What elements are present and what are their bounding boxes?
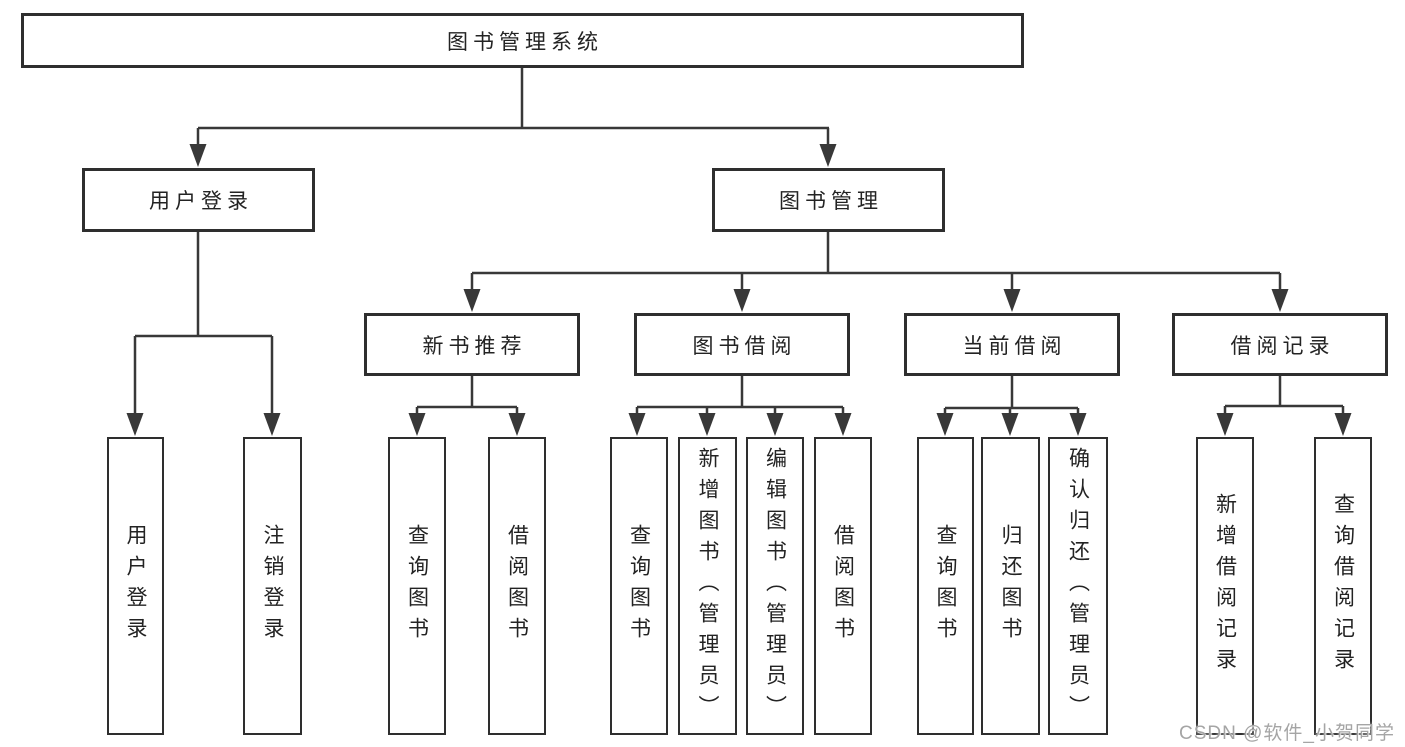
node-new-book-recommendation: 新书推荐 xyxy=(364,313,580,376)
leaf-return-books: 归还图书 xyxy=(981,437,1040,735)
leaf-edit-books-admin: 编辑图书（管理员） xyxy=(746,437,804,735)
node-current-borrowing: 当前借阅 xyxy=(904,313,1120,376)
node-root-library-system: 图书管理系统 xyxy=(21,13,1024,68)
leaf-borrow-books-label: 借阅图书 xyxy=(831,524,855,648)
leaf-borrow-books-recommend-label: 借阅图书 xyxy=(505,524,529,648)
leaf-user-login-label: 用户登录 xyxy=(124,524,147,648)
node-book-management: 图书管理 xyxy=(712,168,945,232)
node-borrowing-records: 借阅记录 xyxy=(1172,313,1388,376)
csdn-watermark: CSDN @软件_小贺同学 xyxy=(1179,723,1395,744)
leaf-edit-books-admin-label: 编辑图书（管理员） xyxy=(763,446,787,726)
leaf-query-books-borrow-label: 查询图书 xyxy=(627,524,651,648)
node-book-borrowing: 图书借阅 xyxy=(634,313,850,376)
leaf-add-borrow-record: 新增借阅记录 xyxy=(1196,437,1254,735)
leaf-borrow-books: 借阅图书 xyxy=(814,437,872,735)
leaf-return-books-label: 归还图书 xyxy=(999,524,1022,648)
leaf-add-books-admin: 新增图书（管理员） xyxy=(678,437,737,735)
leaf-query-books-current-label: 查询图书 xyxy=(934,524,957,648)
leaf-user-login: 用户登录 xyxy=(107,437,164,735)
leaf-add-books-admin-label: 新增图书（管理员） xyxy=(696,446,719,726)
leaf-confirm-return-admin: 确认归还（管理员） xyxy=(1048,437,1108,735)
leaf-query-borrow-record-label: 查询借阅记录 xyxy=(1331,493,1355,679)
arrowhead-icons xyxy=(126,144,1352,436)
leaf-confirm-return-admin-label: 确认归还（管理员） xyxy=(1066,446,1090,726)
leaf-borrow-books-recommend: 借阅图书 xyxy=(488,437,546,735)
leaf-query-books-current: 查询图书 xyxy=(917,437,974,735)
leaf-query-books-recommend-label: 查询图书 xyxy=(405,524,429,648)
node-user-login: 用户登录 xyxy=(82,168,315,232)
leaf-logout-label: 注销登录 xyxy=(261,524,284,648)
leaf-query-books-borrow: 查询图书 xyxy=(610,437,668,735)
leaf-query-borrow-record: 查询借阅记录 xyxy=(1314,437,1372,735)
leaf-add-borrow-record-label: 新增借阅记录 xyxy=(1213,493,1237,679)
leaf-logout: 注销登录 xyxy=(243,437,302,735)
leaf-query-books-recommend: 查询图书 xyxy=(388,437,446,735)
